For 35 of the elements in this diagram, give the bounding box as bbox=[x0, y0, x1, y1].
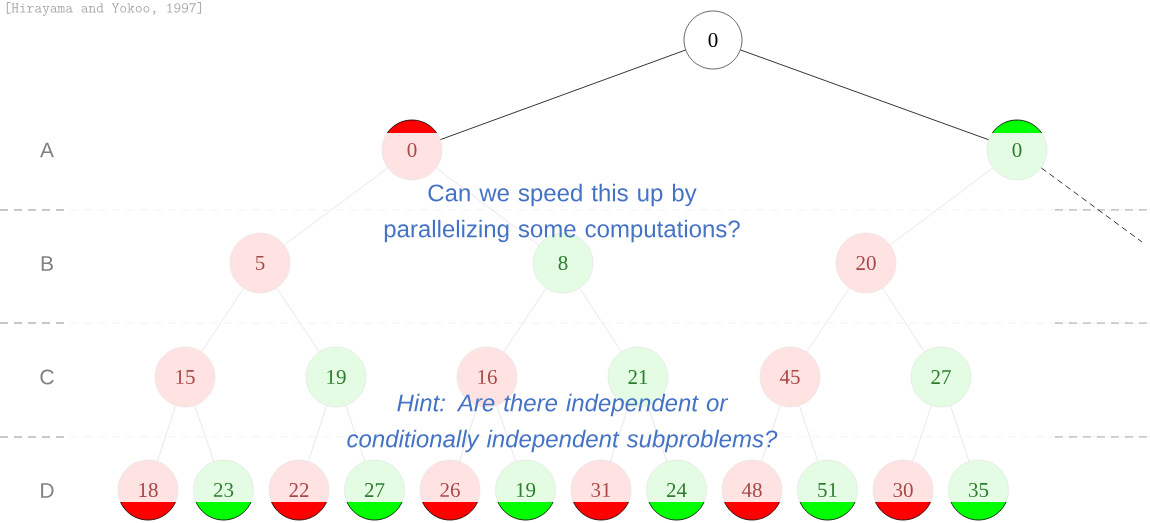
tree-edge bbox=[283, 167, 389, 246]
row-label: A bbox=[40, 142, 54, 158]
tree-edge bbox=[459, 405, 478, 462]
tree-node: 20 bbox=[835, 232, 897, 294]
tree-edge bbox=[1041, 167, 1143, 243]
tree-edge bbox=[799, 405, 819, 462]
tree-node: 27 bbox=[910, 346, 972, 408]
tree-edge bbox=[503, 287, 547, 353]
tree-edge bbox=[889, 167, 994, 246]
tree-edge bbox=[579, 287, 622, 353]
row-label: C bbox=[40, 369, 54, 385]
tree-edge bbox=[345, 405, 366, 462]
tree-node: 15 bbox=[154, 346, 216, 408]
tree-edge bbox=[276, 287, 320, 353]
tree-edge bbox=[761, 405, 781, 462]
tree-edge bbox=[950, 405, 970, 462]
tree-edge bbox=[610, 405, 629, 462]
tree-edge bbox=[440, 49, 686, 140]
row-label: B bbox=[41, 256, 53, 271]
tree-edge bbox=[496, 405, 517, 462]
tree-edge bbox=[201, 287, 244, 353]
tree-edge bbox=[882, 287, 925, 353]
tree-edge bbox=[912, 405, 932, 462]
tree-edge bbox=[157, 405, 176, 462]
tree-edge bbox=[435, 167, 540, 246]
tree-edge bbox=[308, 405, 327, 462]
tree-edge bbox=[740, 49, 989, 141]
tree-edge bbox=[806, 287, 850, 353]
tree-node: 0 bbox=[683, 10, 743, 70]
tree-edge bbox=[194, 405, 215, 462]
row-label: D bbox=[41, 483, 54, 498]
tree-node: 5 bbox=[229, 232, 291, 294]
tree-node: 45 bbox=[759, 346, 821, 408]
tree-node: 19 bbox=[305, 346, 367, 408]
citation: [Hirayama and Yokoo, 1997] bbox=[6, 2, 202, 16]
